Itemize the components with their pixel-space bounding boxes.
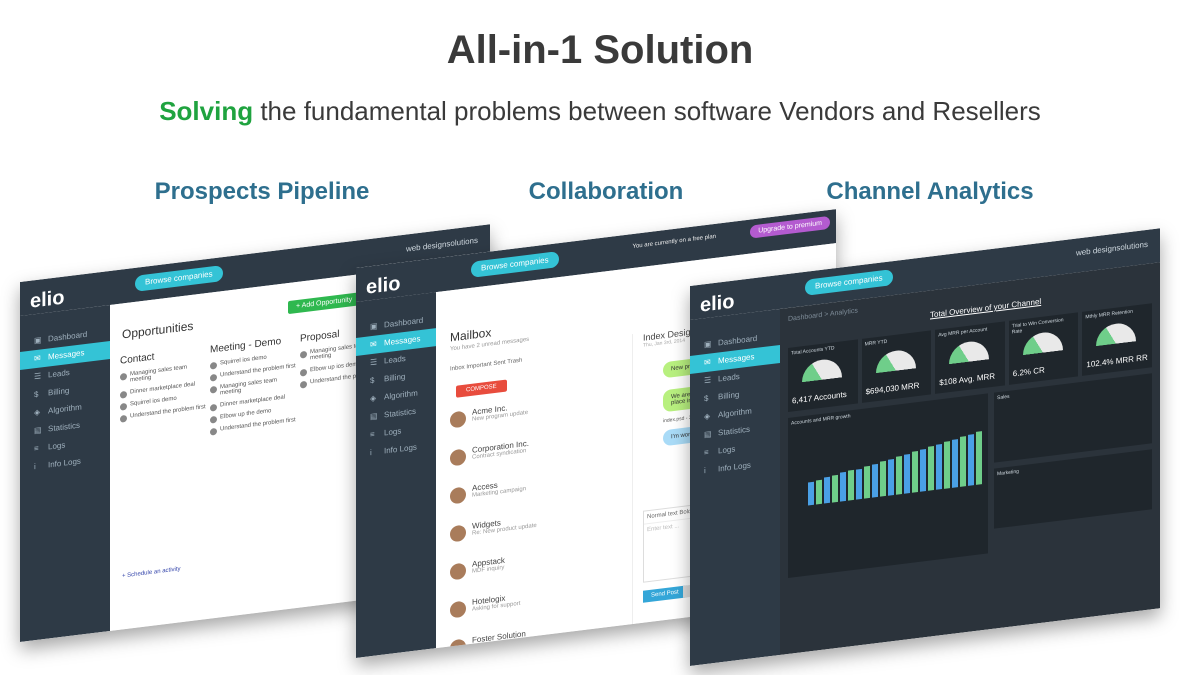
chart-bar: [872, 463, 878, 498]
growth-chart-panel: Accounts and MRR growth: [788, 393, 988, 578]
chart-bar: [976, 431, 982, 485]
sidebar: ▣Dashboard ✉Messages ☰Leads $Billing ◈Al…: [356, 292, 436, 658]
gauge-arc: [802, 357, 842, 383]
opportunities-title: Opportunities: [122, 318, 194, 342]
chart-bar: [920, 449, 926, 492]
statistics-icon: ▤: [34, 425, 42, 436]
statistics-icon: ▤: [370, 411, 378, 422]
schedule-activity-link[interactable]: + Schedule an activity: [122, 566, 181, 580]
marketing-panel: Marketing: [994, 449, 1152, 529]
avatar: [450, 562, 466, 581]
avatar: [450, 410, 466, 429]
chart-bar: [936, 444, 942, 490]
chart-bar: [848, 469, 854, 501]
chart-bar: [856, 468, 862, 500]
upgrade-button[interactable]: Upgrade to premium: [750, 215, 830, 239]
breadcrumb[interactable]: Dashboard > Analytics: [788, 307, 858, 323]
leads-icon: ☰: [34, 371, 42, 382]
gauge-arc: [949, 339, 990, 365]
send-post-button[interactable]: Send Post: [643, 585, 687, 603]
pipeline-column-contact: Contact Managing sales team meeting Dinn…: [120, 345, 210, 427]
messages-icon: ✉: [34, 353, 41, 364]
messages-icon: ✉: [370, 339, 377, 350]
billing-icon: $: [370, 375, 375, 386]
elio-logo: elio: [30, 286, 65, 313]
logs-icon: ≡: [34, 443, 39, 454]
avatar: [450, 638, 466, 657]
avatar: [450, 600, 466, 619]
gauge-arc: [1096, 321, 1137, 347]
logs-icon: ≡: [704, 447, 709, 458]
dashboard-icon: ▣: [370, 321, 378, 332]
mail-folders[interactable]: Inbox Important Sent Trash: [450, 357, 523, 373]
browse-companies-button[interactable]: Browse companies: [471, 251, 559, 278]
chart-bar: [912, 451, 918, 493]
algorithm-icon: ◈: [370, 393, 377, 404]
avatar: [450, 524, 466, 543]
chart-bar: [816, 479, 822, 505]
gauge-arc: [875, 348, 916, 374]
analytics-content: Dashboard > Analytics Total Overview of …: [780, 262, 1160, 655]
chart-bar: [880, 460, 886, 497]
chart-bar: [968, 434, 974, 486]
leads-icon: ☰: [704, 375, 712, 386]
chart-bar: [864, 465, 870, 499]
page-subtitle: Solving the fundamental problems between…: [0, 96, 1200, 127]
logs-icon: ≡: [370, 429, 375, 440]
subtitle-accent: Solving: [159, 96, 254, 126]
info-icon: i: [34, 462, 36, 472]
section-label-pipeline: Prospects Pipeline: [154, 178, 370, 205]
avatar: [450, 486, 466, 505]
elio-logo: elio: [700, 290, 735, 317]
avatar: [450, 448, 466, 467]
chart-bar: [952, 439, 958, 488]
leads-icon: ☰: [370, 357, 378, 368]
gauge-card: Avg MRR per Account$108 Avg. MRR: [935, 321, 1005, 394]
info-icon: i: [704, 466, 706, 476]
growth-bars: [808, 431, 982, 506]
gauge-card: MRR YTD$694,030 MRR: [861, 330, 932, 403]
pipeline-column-meeting: Meeting - Demo Squirrel ios demo Underst…: [210, 334, 300, 440]
messages-icon: ✉: [704, 357, 711, 368]
statistics-icon: ▤: [704, 429, 712, 440]
algorithm-icon: ◈: [34, 407, 41, 418]
info-icon: i: [370, 448, 372, 458]
billing-icon: $: [704, 393, 709, 404]
algorithm-icon: ◈: [704, 411, 711, 422]
section-label-analytics: Channel Analytics: [826, 178, 1034, 205]
chart-bar: [888, 458, 894, 496]
sales-panel: Sales: [994, 373, 1152, 463]
sidebar: ▣Dashboard ✉Messages ☰Leads $Billing ◈Al…: [690, 308, 780, 666]
chart-bar: [960, 436, 966, 487]
subtitle-rest: the fundamental problems between softwar…: [253, 96, 1041, 126]
user-menu[interactable]: web designsolutions: [1075, 239, 1148, 258]
overview-title: Total Overview of your Channel: [930, 296, 1042, 320]
chart-bar: [840, 471, 846, 502]
browse-companies-button[interactable]: Browse companies: [135, 265, 223, 292]
plan-text: You are currently on a free plan: [632, 233, 717, 251]
chart-bar: [824, 476, 830, 504]
chart-bar: [808, 481, 814, 506]
analytics-screen: elio Browse companies web designsolution…: [690, 228, 1160, 666]
dashboard-icon: ▣: [34, 335, 42, 346]
chart-bar: [904, 453, 910, 494]
message-list: Acme Inc.New program update Corporation …: [450, 391, 610, 658]
dashboard-icon: ▣: [704, 339, 712, 350]
billing-icon: $: [34, 389, 39, 400]
chart-bar: [832, 474, 838, 503]
sidebar: ▣Dashboard ✉Messages ☰Leads $Billing ◈Al…: [20, 304, 110, 642]
page-title: All-in-1 Solution: [446, 28, 754, 72]
chart-bar: [944, 441, 950, 489]
add-opportunity-button[interactable]: + Add Opportunity: [288, 292, 361, 315]
user-menu[interactable]: web designsolutions: [405, 235, 478, 254]
section-label-collaboration: Collaboration: [528, 178, 684, 205]
compose-button[interactable]: COMPOSE: [456, 379, 507, 398]
chart-bar: [896, 455, 902, 495]
browse-companies-button[interactable]: Browse companies: [805, 269, 893, 296]
elio-logo: elio: [366, 272, 401, 299]
chart-bar: [928, 446, 934, 491]
